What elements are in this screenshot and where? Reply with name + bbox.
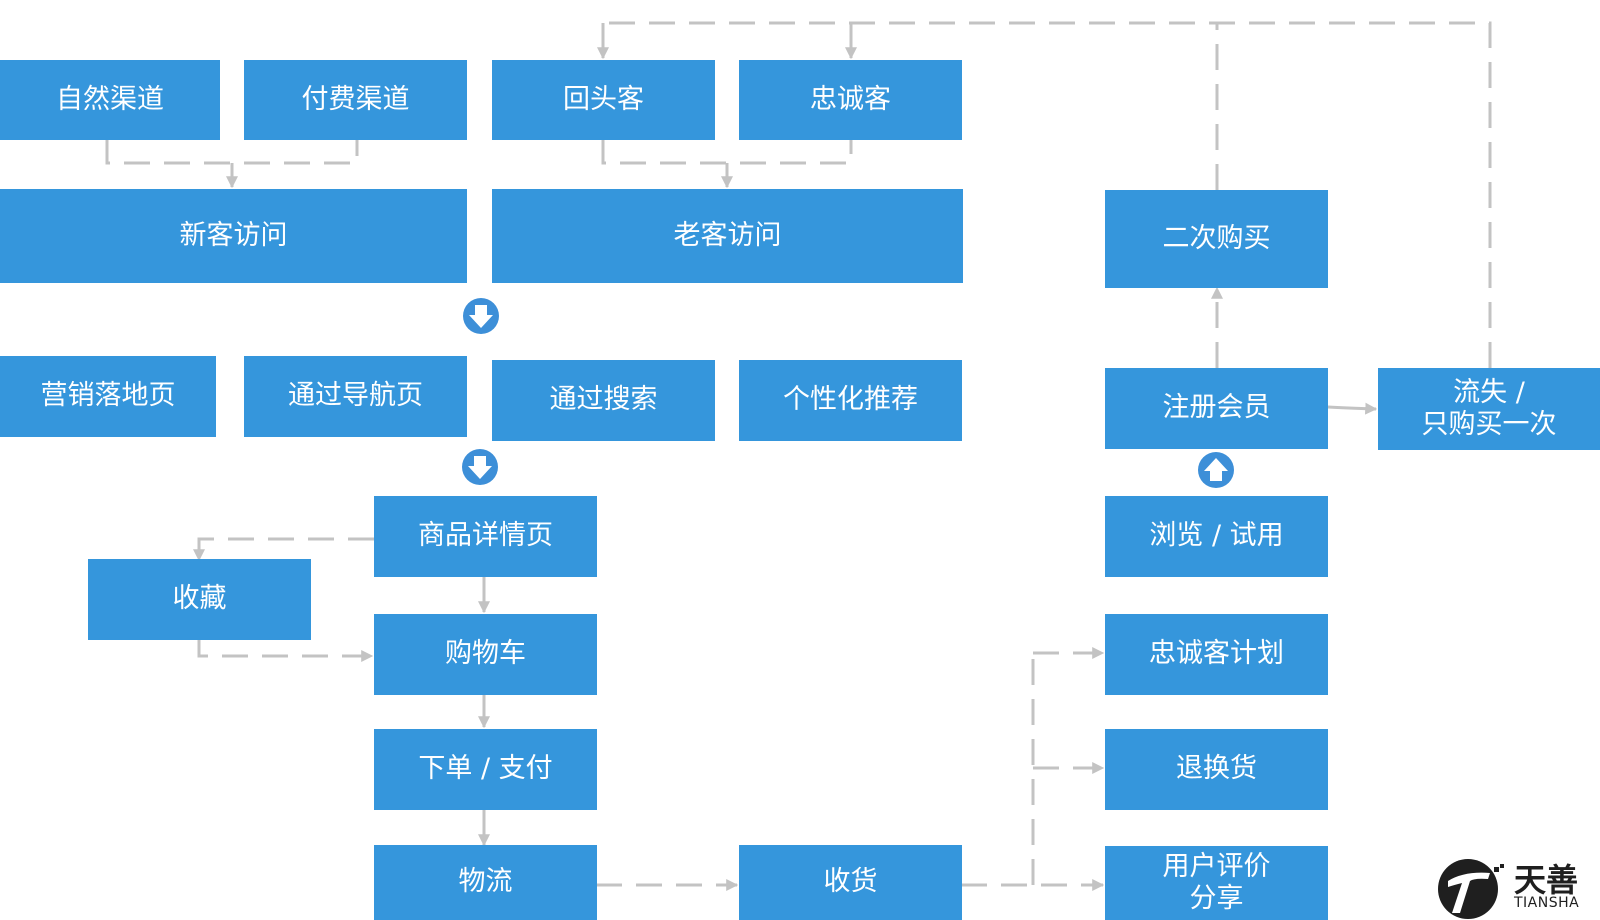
node-personalized-recommendation-label: 个性化推荐 xyxy=(783,384,918,416)
node-returns-exchange: 退换货 xyxy=(1105,729,1328,810)
node-new-visit-label: 新客访问 xyxy=(179,219,288,251)
node-browse-trial: 浏览 / 试用 xyxy=(1105,496,1328,577)
logo: 天善 TIANSHA xyxy=(1436,855,1600,920)
node-loyal-customer: 忠诚客 xyxy=(739,60,962,140)
node-register-member-label: 注册会员 xyxy=(1162,392,1271,424)
connector-natural-paid xyxy=(105,140,359,165)
node-old-visit: 老客访问 xyxy=(492,189,963,283)
node-cart: 购物车 xyxy=(374,614,597,695)
node-new-visit: 新客访问 xyxy=(0,189,467,283)
node-second-purchase: 二次购买 xyxy=(1105,190,1328,288)
node-loyalty-program: 忠诚客计划 xyxy=(1105,614,1328,695)
node-loyalty-program-label: 忠诚客计划 xyxy=(1149,638,1284,670)
connector-detail-favorite xyxy=(193,537,374,562)
node-register-member: 注册会员 xyxy=(1105,368,1328,449)
connector-returning-loyal xyxy=(601,140,853,165)
node-favorite-label: 收藏 xyxy=(172,583,227,615)
node-product-detail: 商品详情页 xyxy=(374,496,597,577)
node-search: 通过搜索 xyxy=(492,360,715,441)
node-receive-goods: 收货 xyxy=(739,845,962,920)
node-landing-page-label: 营销落地页 xyxy=(40,380,176,412)
node-search-label: 通过搜索 xyxy=(549,384,658,416)
node-returning-customer-label: 回头客 xyxy=(563,83,644,115)
node-receive-goods-label: 收货 xyxy=(823,866,878,898)
arrow-register-churn xyxy=(1327,402,1378,415)
node-browse-trial-label: 浏览 / 试用 xyxy=(1149,520,1284,552)
node-order-payment: 下单 / 支付 xyxy=(374,729,597,810)
down-arrow-badge-2 xyxy=(462,449,498,485)
connector-favorite-cart xyxy=(197,639,374,662)
node-returning-customer: 回头客 xyxy=(492,60,715,140)
node-loyal-customer-label: 忠诚客 xyxy=(810,83,891,115)
node-navigation-page-label: 通过导航页 xyxy=(288,380,423,412)
node-logistics: 物流 xyxy=(374,845,597,920)
node-personalized-recommendation: 个性化推荐 xyxy=(739,360,962,441)
up-arrow-badge xyxy=(1198,452,1234,488)
node-order-payment-label: 下单 / 支付 xyxy=(418,753,553,785)
node-review-share: 用户评价 分享 xyxy=(1105,846,1328,920)
node-returns-exchange-label: 退换货 xyxy=(1176,753,1257,785)
node-landing-page: 营销落地页 xyxy=(0,356,216,437)
node-cart-label: 购物车 xyxy=(445,638,526,670)
node-natural-channel: 自然渠道 xyxy=(0,60,220,140)
logo-mark-icon xyxy=(1438,859,1504,919)
node-product-detail-label: 商品详情页 xyxy=(418,520,553,552)
node-favorite: 收藏 xyxy=(88,559,311,640)
connector-feedback-loop xyxy=(603,21,1492,368)
node-churn: 流失 / 只购买一次 xyxy=(1378,368,1600,450)
node-second-purchase-label: 二次购买 xyxy=(1162,222,1271,254)
down-arrow-badge-1 xyxy=(463,298,499,334)
node-natural-channel-label: 自然渠道 xyxy=(56,83,164,115)
node-review-share-label: 用户评价 分享 xyxy=(1162,850,1271,914)
node-navigation-page: 通过导航页 xyxy=(244,356,467,437)
logo-latin: TIANSHA xyxy=(1514,895,1580,911)
node-churn-label: 流失 / 只购买一次 xyxy=(1421,376,1557,440)
logo-name: 天善 xyxy=(1514,861,1579,899)
node-paid-channel: 付费渠道 xyxy=(244,60,467,140)
node-paid-channel-label: 付费渠道 xyxy=(301,83,410,115)
node-logistics-label: 物流 xyxy=(458,866,513,898)
node-old-visit-label: 老客访问 xyxy=(673,219,782,251)
